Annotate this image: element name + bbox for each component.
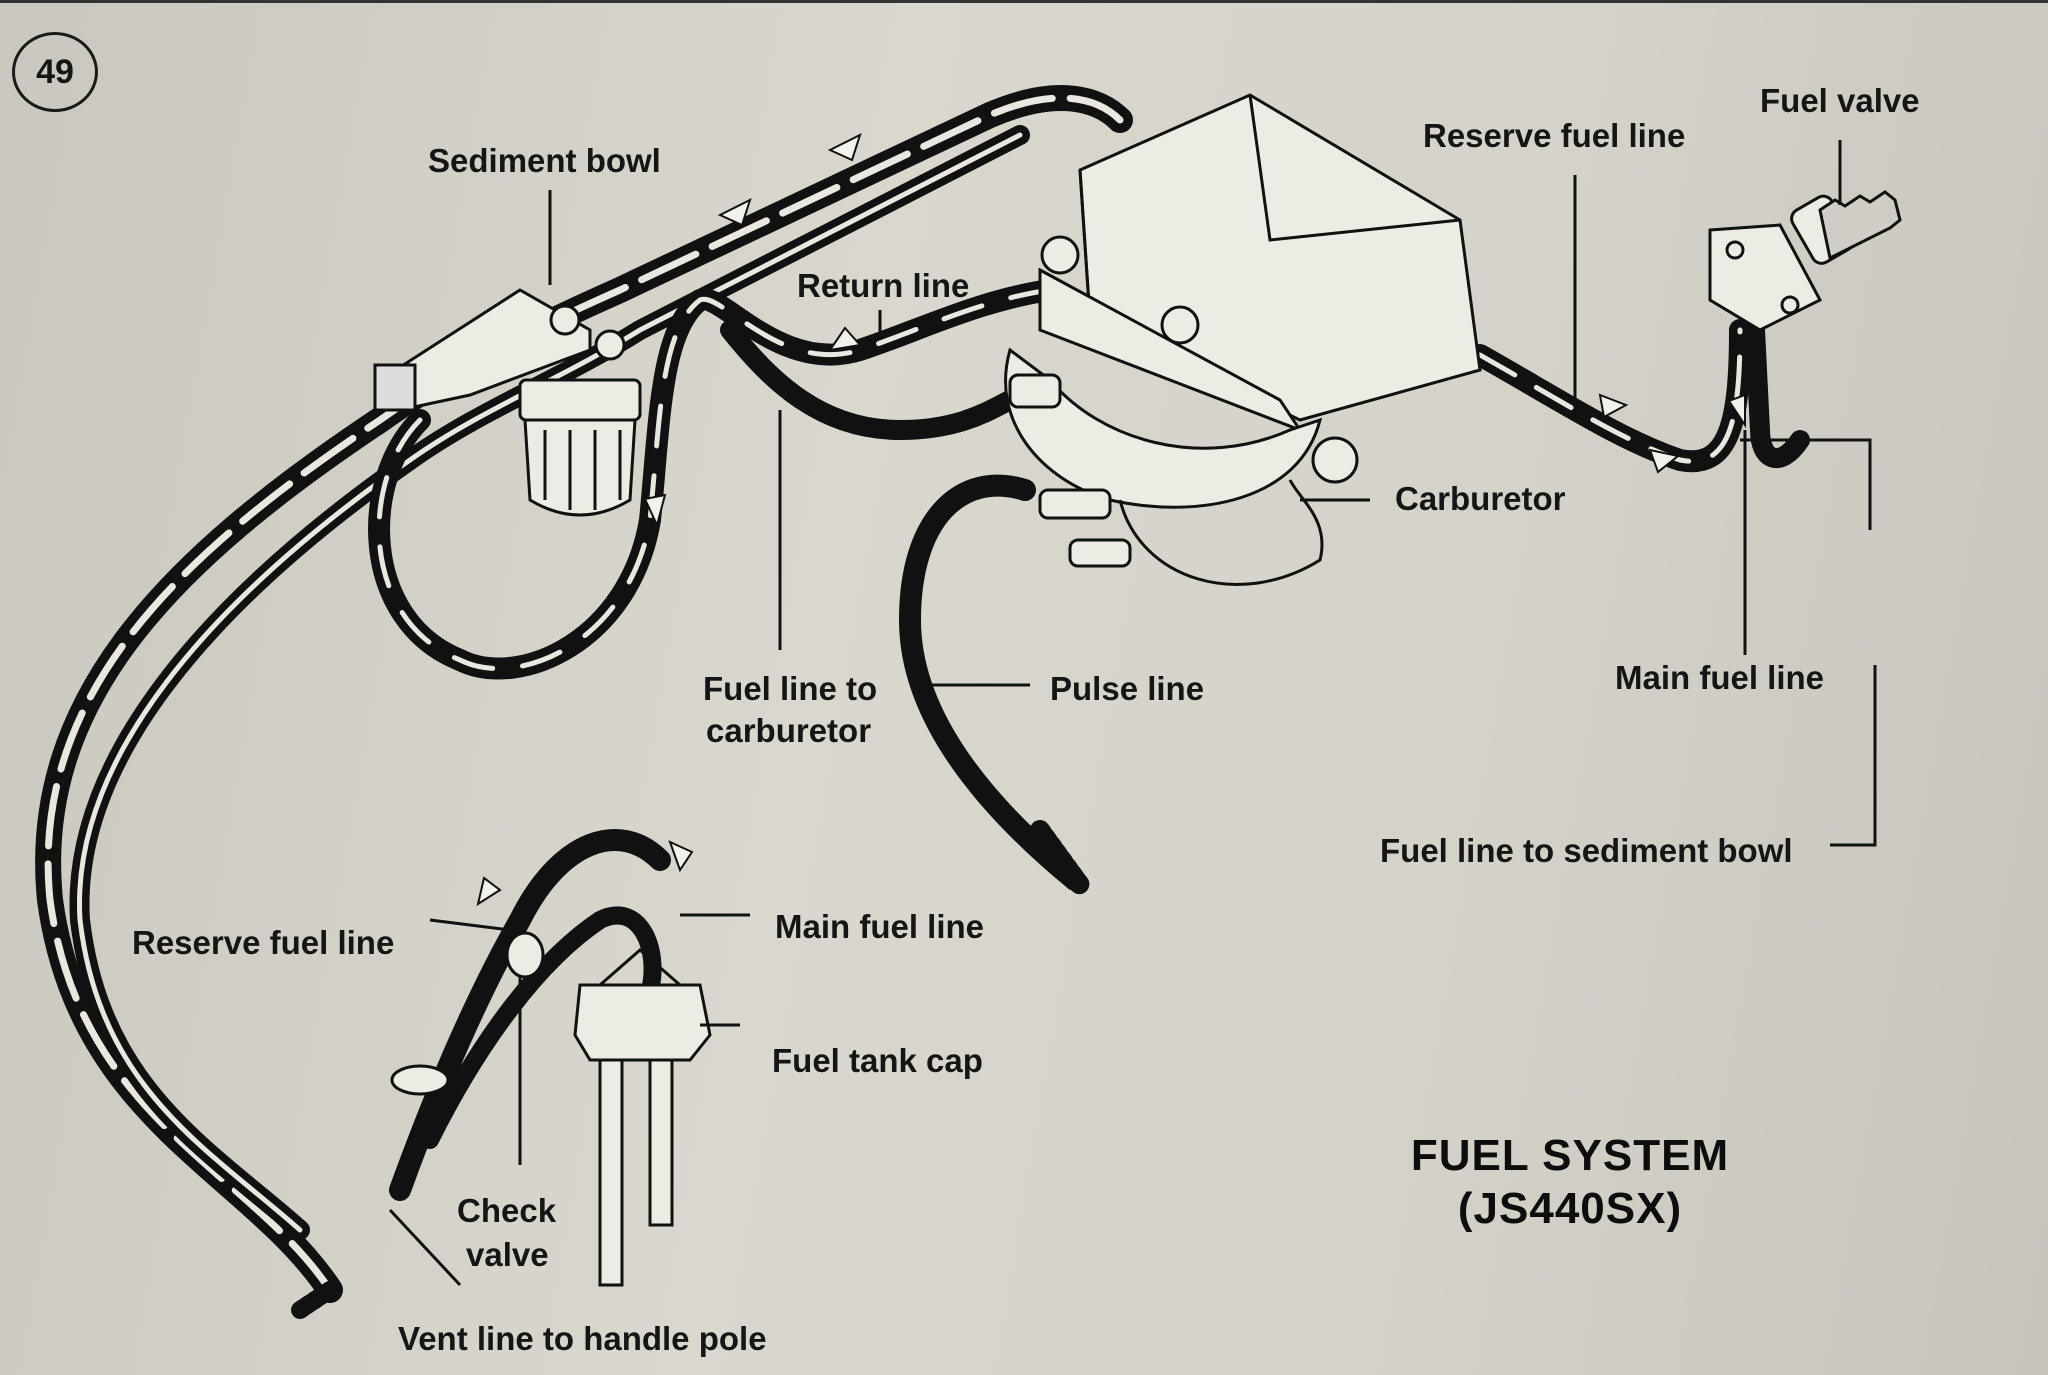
label-fuel-tank-cap: Fuel tank cap bbox=[772, 1042, 983, 1079]
pulse-line-hose bbox=[899, 474, 1086, 891]
label-main-fuel-line-right: Main fuel line bbox=[1615, 659, 1825, 696]
fuel-tank-cap bbox=[573, 948, 712, 1287]
tank-hose-b bbox=[421, 906, 662, 1149]
fuel-line-to-carburetor-hose bbox=[720, 320, 1020, 440]
main-fuel-line-right bbox=[1745, 320, 1810, 469]
figure-title-line1: FUEL SYSTEM bbox=[1410, 1131, 1730, 1180]
carburetor-assembly bbox=[1004, 93, 1482, 586]
figure-number: 49 bbox=[36, 52, 74, 91]
label-fuel-line-to-carburetor-line2: carburetor bbox=[706, 712, 872, 749]
figure-title: FUEL SYSTEM (JS440SX) bbox=[1370, 1130, 1770, 1236]
label-fuel-valve: Fuel valve bbox=[1760, 82, 1920, 119]
label-sediment-bowl: Sediment bowl bbox=[428, 142, 661, 179]
label-return-line: Return line bbox=[797, 267, 970, 304]
figure-title-line2: (JS440SX) bbox=[1457, 1183, 1683, 1233]
label-carburetor: Carburetor bbox=[1395, 480, 1566, 517]
page-top-rule bbox=[0, 0, 2048, 9]
label-pulse-line: Pulse line bbox=[1050, 670, 1205, 707]
label-check-valve-line1: Check bbox=[457, 1192, 557, 1229]
figure-number-badge: 49 bbox=[12, 32, 98, 112]
label-vent-line: Vent line to handle pole bbox=[398, 1320, 767, 1357]
tank-hose-a bbox=[389, 829, 671, 1201]
reserve-fuel-line-right bbox=[1469, 319, 1751, 473]
label-reserve-fuel-line-top: Reserve fuel line bbox=[1423, 117, 1686, 154]
fuel-valve bbox=[1708, 190, 1902, 332]
check-valve bbox=[390, 931, 545, 1096]
leader-lines bbox=[388, 140, 1877, 1287]
label-fuel-line-to-sediment-bowl: Fuel line to sediment bowl bbox=[1380, 832, 1793, 869]
flow-arrows bbox=[476, 133, 1746, 907]
label-fuel-line-to-carburetor-line1: Fuel line to bbox=[703, 670, 878, 707]
label-main-fuel-line-bottom: Main fuel line bbox=[775, 908, 985, 945]
label-reserve-fuel-line-left: Reserve fuel line bbox=[132, 924, 395, 961]
sediment-bowl bbox=[373, 288, 642, 517]
label-check-valve-line2: valve bbox=[466, 1236, 549, 1273]
